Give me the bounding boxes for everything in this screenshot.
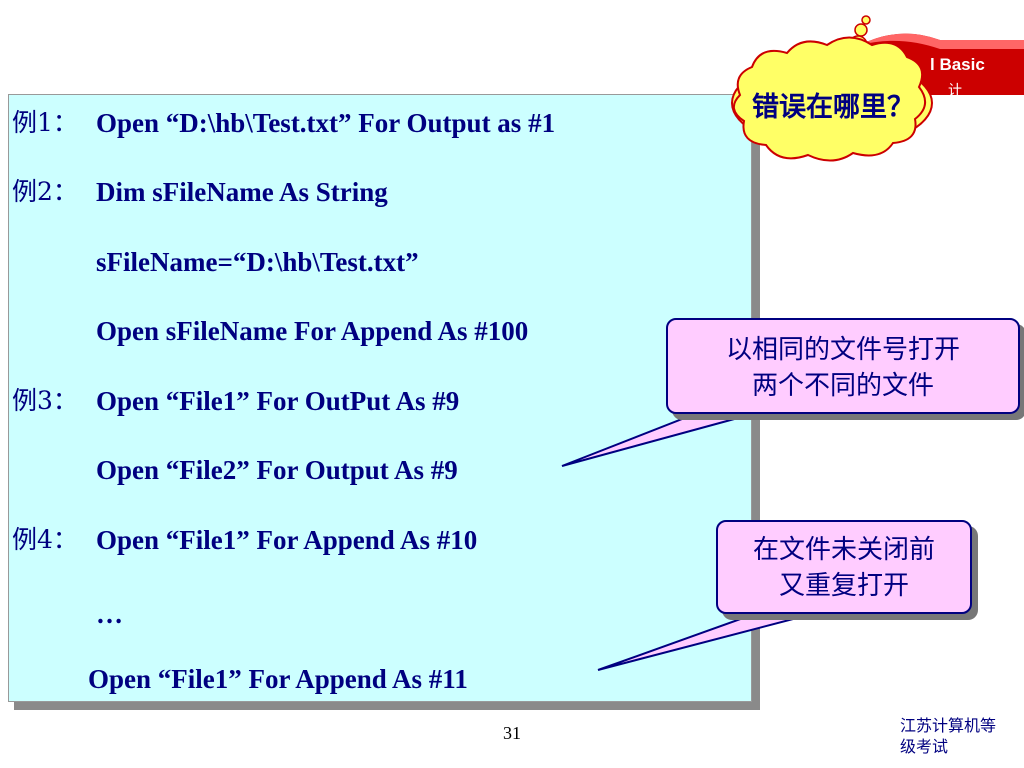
- code-line: Dim sFileName As String: [96, 177, 388, 207]
- callout-same-file-number: 以相同的文件号打开 两个不同的文件: [666, 318, 1020, 414]
- code-line: …: [96, 599, 123, 629]
- footer-caption: 江苏计算机等 级考试: [900, 715, 1020, 757]
- code-line: Open “File1” For OutPut As #9: [96, 386, 460, 416]
- callout-reopen: 在文件未关闭前 又重复打开: [716, 520, 972, 614]
- logo-subtitle: 计: [948, 83, 962, 99]
- callout-line: 在文件未关闭前: [752, 535, 935, 565]
- example-4-label: 例4：: [12, 525, 78, 554]
- example-1-label: 例1：: [12, 108, 78, 137]
- callout-line: 以相同的文件号打开: [725, 335, 960, 365]
- code-line: sFileName=“D:\hb\Test.txt”: [96, 247, 419, 277]
- example-2-label: 例2：: [12, 177, 78, 206]
- page-number: 31: [503, 723, 521, 743]
- code-line: Open “File1” For Append As #11: [88, 664, 468, 694]
- logo-title: l Basic: [930, 55, 985, 74]
- callout-line: 又重复打开: [778, 571, 909, 601]
- code-line: Open “File1” For Append As #10: [96, 525, 478, 555]
- code-line: Open “File2” For Output As #9: [96, 455, 458, 485]
- code-line: Open “D:\hb\Test.txt” For Output as #1: [96, 108, 556, 138]
- example-3-label: 例3：: [12, 386, 78, 415]
- footer-line: 江苏计算机等: [900, 716, 997, 735]
- cloud-question: 错误在哪里？: [752, 92, 914, 123]
- callout-line: 两个不同的文件: [751, 371, 934, 401]
- footer-line: 级考试: [900, 737, 949, 756]
- code-line: Open sFileName For Append As #100: [96, 316, 529, 346]
